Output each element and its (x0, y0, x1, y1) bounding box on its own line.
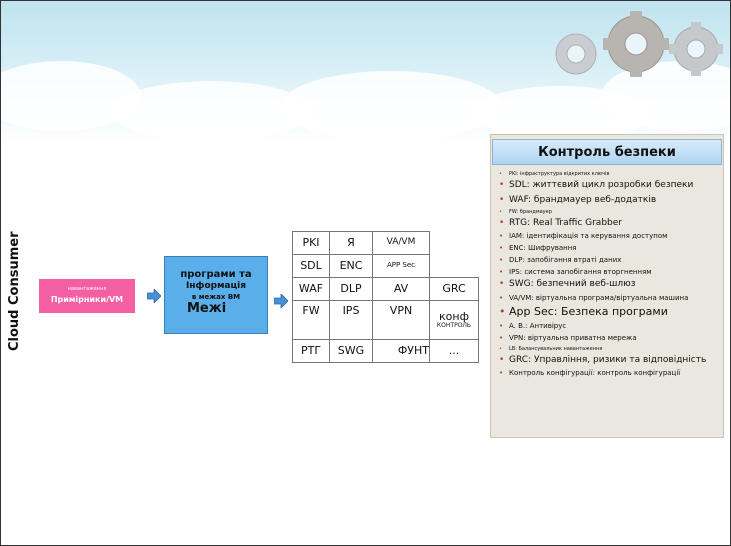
sky-background (1, 1, 730, 141)
grid-cell-konf: конф КОНТРОЛЬ (429, 300, 479, 340)
grid-cell: Я (329, 231, 373, 255)
cloud-consumer-label: Cloud Consumer (7, 231, 22, 351)
grid-cell: ... (429, 339, 479, 363)
workload-label: навантаження (67, 286, 107, 292)
grid-cell: PKI (292, 231, 330, 255)
grid-cell: VPN (372, 300, 430, 340)
right-arrow-icon (274, 294, 288, 308)
legend-item: A. В.: Антивірус (499, 322, 721, 331)
grid-cell: IPS (329, 300, 373, 340)
right-arrow-icon (147, 289, 161, 303)
legend-item: VA/VM: віртуальна програма/віртуальна ма… (499, 294, 721, 303)
apps-label: програми та (180, 269, 252, 280)
grid-cell: SDL (292, 254, 330, 278)
security-control-legend: Контроль безпеки PKI: інфраструктура від… (490, 134, 724, 438)
grid-cell: GRC (429, 277, 479, 301)
legend-item: WAF: брандмауер веб-додатків (499, 195, 721, 207)
grid-cell: VA/VM (372, 231, 430, 255)
legend-item: DLP: запобігання втраті даних (499, 256, 721, 265)
grid-cell: FW (292, 300, 330, 340)
legend-item: RTG: Real Traffic Grabber (499, 218, 721, 230)
legend-title: Контроль безпеки (492, 139, 722, 165)
apps-info-box: програми та Інформація в межах ВМ Межі (164, 256, 268, 334)
konf-label: конф (439, 309, 469, 323)
legend-item: PKI: інфраструктура відкритих ключів (499, 171, 721, 178)
grid-cell: РТГ (292, 339, 330, 363)
legend-item: FW: брандмауер (499, 209, 721, 216)
grid-cell: WAF (292, 277, 330, 301)
legend-item: App Sec: Безпека програми (499, 305, 721, 319)
instances-label: Примірники/VM (50, 295, 124, 304)
grid-cell: SWG (329, 339, 373, 363)
legend-item: SDL: життєвий цикл розробки безпеки (499, 180, 721, 192)
legend-item: IPS: система запобігання вторгненням (499, 268, 721, 277)
legend-item: VPN: віртуальна приватна мережа (499, 334, 721, 343)
vm-bounds-label: в межах ВМ (191, 293, 241, 301)
grid-cell: DLP (329, 277, 373, 301)
grid-cell: ENC (329, 254, 373, 278)
legend-item: GRC: Управління, ризики та відповідність (499, 355, 721, 367)
legend-item: SWG: безпечний веб-шлюз (499, 279, 721, 291)
workload-instances-box: навантаження Примірники/VM (39, 279, 135, 313)
legend-list: PKI: інфраструктура відкритих ключівSDL:… (499, 171, 721, 381)
legend-item: LB: Балансувальник навантаження (499, 346, 721, 353)
konf-sub-label: КОНТРОЛЬ (436, 321, 472, 329)
grid-cell: AV (372, 277, 430, 301)
grid-cell: APP Sec (372, 254, 430, 278)
legend-item: Контроль конфігурації: контроль конфігур… (499, 369, 721, 378)
info-label: Інформація (185, 281, 247, 291)
legend-item: IAM: ідентифікація та керування доступом (499, 232, 721, 241)
grid-cell: ФУНТ (372, 339, 430, 363)
gears-icon (555, 11, 723, 77)
boundary-label: Межі (187, 301, 227, 316)
legend-item: ENC: Шифрування (499, 244, 721, 253)
